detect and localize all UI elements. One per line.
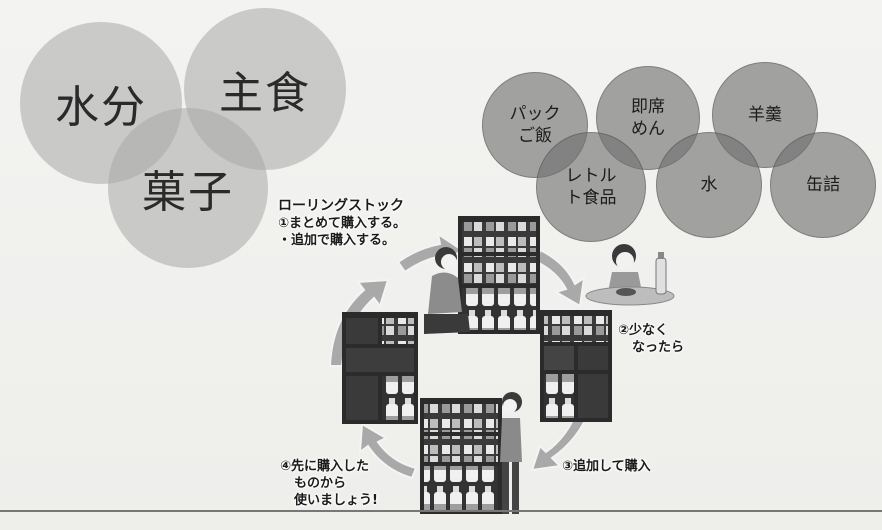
item-circle-retort: レトル ト食品 (536, 132, 646, 242)
category-label-staple: 主食 (219, 68, 311, 119)
item-label-retort: レトル ト食品 (565, 166, 617, 208)
arrow-top-right (535, 248, 586, 308)
step1-line2: ・追加で購入する。 (278, 233, 396, 248)
shelf-right (540, 310, 612, 422)
person-shopping-figure (424, 247, 470, 334)
shelf-bottom (420, 398, 502, 514)
item-label-water: 水 (700, 175, 718, 195)
shelf-left (342, 312, 418, 424)
category-label-sweets: 菓子 (142, 167, 234, 218)
rolling-stock-title: ローリングストック (278, 198, 404, 214)
category-circle-sweets: 菓子 (108, 108, 268, 268)
step4-label: ④先に購入した ものから 使いましょう! (280, 459, 378, 508)
item-label-canned: 缶詰 (806, 175, 840, 195)
bottom-divider (0, 510, 882, 512)
person-storing-figure (500, 392, 522, 514)
rolling-stock-title-block: ローリングストック ①まとめて購入する。 ・追加で購入する。 (278, 198, 406, 249)
item-circle-water: 水 (656, 132, 762, 238)
category-label-water: 水分 (55, 82, 147, 133)
item-label-instant-noodles: 即席 めん (631, 97, 665, 139)
cycle-arrows (328, 231, 592, 480)
step2-label: ②少なく なったら (618, 323, 685, 355)
arrow-bottom-left (358, 422, 418, 480)
child-eating-figure (585, 244, 675, 306)
item-label-pack-rice: パック ご飯 (509, 104, 561, 146)
step3-label: ③追加して購入 (562, 459, 651, 474)
arrow-right-down (530, 406, 592, 472)
step1-line1: ①まとめて購入する。 (278, 216, 407, 231)
shelf-top (458, 216, 540, 334)
item-label-yokan: 羊羹 (748, 105, 782, 125)
item-circle-canned: 缶詰 (770, 132, 876, 238)
